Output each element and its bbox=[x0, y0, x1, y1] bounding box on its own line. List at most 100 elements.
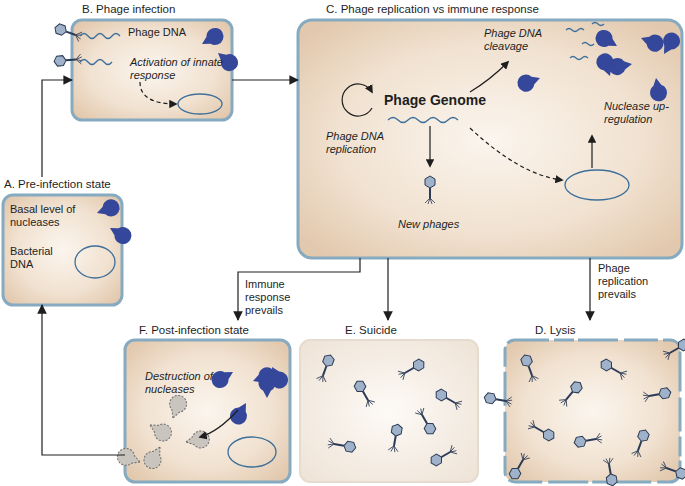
destroyed-nucleases bbox=[185, 430, 211, 451]
phages bbox=[425, 176, 435, 204]
phages bbox=[631, 428, 650, 458]
flow-arrow bbox=[232, 79, 298, 80]
flow-arrow bbox=[387, 258, 388, 320]
process-arrows bbox=[470, 62, 508, 92]
cell-node: A. Pre-infection stateBasal level of nuc… bbox=[2, 177, 124, 305]
phages bbox=[54, 54, 83, 66]
edge-label: Phage replication prevails bbox=[598, 262, 680, 301]
destroyed-nucleases bbox=[141, 443, 167, 472]
panel-title: A. Pre-infection state bbox=[4, 178, 111, 191]
phage-dna bbox=[570, 57, 588, 60]
phages bbox=[429, 445, 458, 468]
panel-title: F. Post-infection state bbox=[139, 324, 249, 337]
process-arrows bbox=[591, 136, 592, 168]
phage-dna bbox=[80, 23, 604, 123]
phages bbox=[415, 407, 438, 436]
phage-dna bbox=[592, 23, 604, 26]
phages bbox=[53, 23, 83, 42]
nucleases bbox=[259, 375, 276, 399]
process-arrows bbox=[429, 126, 430, 166]
phages bbox=[483, 392, 512, 407]
panel-title: C. Phage replication vs immune response bbox=[326, 3, 539, 16]
phages bbox=[599, 358, 628, 381]
nucleases bbox=[592, 27, 621, 53]
destroyed-nucleases bbox=[115, 393, 211, 472]
bacterial-dna bbox=[75, 246, 115, 278]
cell-node: B. Phage infectionPhage DNA Activation of… bbox=[72, 2, 232, 120]
process-label: Nuclease up-regulation bbox=[604, 100, 680, 126]
cell-node: E. Suicide bbox=[300, 320, 478, 482]
phages bbox=[388, 423, 403, 452]
nucleases bbox=[594, 51, 618, 79]
destroyed-nucleases bbox=[115, 446, 143, 470]
nucleases bbox=[94, 197, 122, 221]
destroyed-nucleases bbox=[165, 393, 189, 421]
phages bbox=[662, 338, 685, 361]
process-arrows bbox=[470, 128, 562, 180]
text-label: Phage DNA bbox=[128, 26, 190, 39]
phages bbox=[327, 438, 356, 453]
nucleases bbox=[515, 70, 543, 94]
cell-a bbox=[3, 195, 122, 305]
phage-dna bbox=[566, 29, 584, 32]
cell-node: D. Lysis bbox=[505, 320, 680, 482]
nucleases bbox=[638, 30, 666, 54]
phages bbox=[508, 452, 531, 481]
text-label: Bacterial DNA bbox=[10, 245, 70, 271]
process-label: Destruction of nucleases bbox=[145, 370, 217, 396]
nucleases bbox=[106, 221, 135, 247]
nucleases bbox=[648, 77, 669, 103]
nucleases bbox=[227, 399, 253, 428]
process-arrows bbox=[342, 84, 372, 116]
phage-dna bbox=[582, 43, 594, 46]
phages bbox=[520, 353, 539, 383]
process-label: Activation of innate response bbox=[130, 56, 228, 82]
phage-dna bbox=[388, 118, 458, 123]
flow-arrow bbox=[238, 258, 360, 320]
phages bbox=[659, 461, 685, 480]
cell-node: C. Phage replication vs immune responseP… bbox=[298, 2, 683, 258]
process-label: New phages bbox=[398, 218, 459, 231]
flow-arrow bbox=[42, 80, 72, 177]
phages bbox=[397, 358, 426, 381]
process-arrows bbox=[140, 62, 592, 437]
bacterial-dna bbox=[75, 94, 629, 467]
flow-arrow bbox=[42, 305, 125, 455]
bacterial-dna bbox=[565, 170, 629, 200]
nucleases bbox=[198, 25, 227, 51]
bacterial-dna bbox=[178, 94, 222, 114]
nucleases bbox=[657, 29, 683, 58]
panel-title: E. Suicide bbox=[345, 324, 397, 337]
phages bbox=[316, 353, 335, 383]
cell-node: F. Post-infection stateDestruction of nu… bbox=[125, 320, 290, 482]
phages bbox=[573, 433, 602, 448]
process-arrows bbox=[140, 82, 176, 104]
phage-dna bbox=[80, 34, 120, 39]
cell-b bbox=[72, 20, 232, 120]
phage-dna bbox=[80, 60, 112, 65]
nucleases bbox=[94, 25, 683, 428]
text-label: Basal level of nucleases bbox=[10, 203, 84, 229]
phages bbox=[642, 387, 671, 402]
destroyed-nucleases bbox=[146, 418, 175, 444]
cell-d bbox=[505, 340, 680, 482]
panel-title: B. Phage infection bbox=[82, 3, 175, 16]
phages bbox=[603, 457, 618, 486]
flow-arrow bbox=[589, 258, 590, 320]
phages bbox=[527, 420, 556, 443]
process-label: Phage DNA cleavage bbox=[484, 27, 558, 53]
process-arrows bbox=[200, 410, 238, 437]
cell-f bbox=[125, 340, 290, 482]
panel-title: D. Lysis bbox=[535, 324, 575, 337]
phages bbox=[53, 23, 685, 486]
bacterial-dna bbox=[228, 437, 276, 467]
phages bbox=[353, 379, 376, 408]
phages bbox=[558, 380, 584, 408]
cell-e bbox=[300, 340, 478, 482]
process-label: Phage DNA replication bbox=[326, 130, 400, 156]
phages bbox=[434, 388, 463, 411]
edge-label: Immune response prevails bbox=[245, 278, 299, 317]
